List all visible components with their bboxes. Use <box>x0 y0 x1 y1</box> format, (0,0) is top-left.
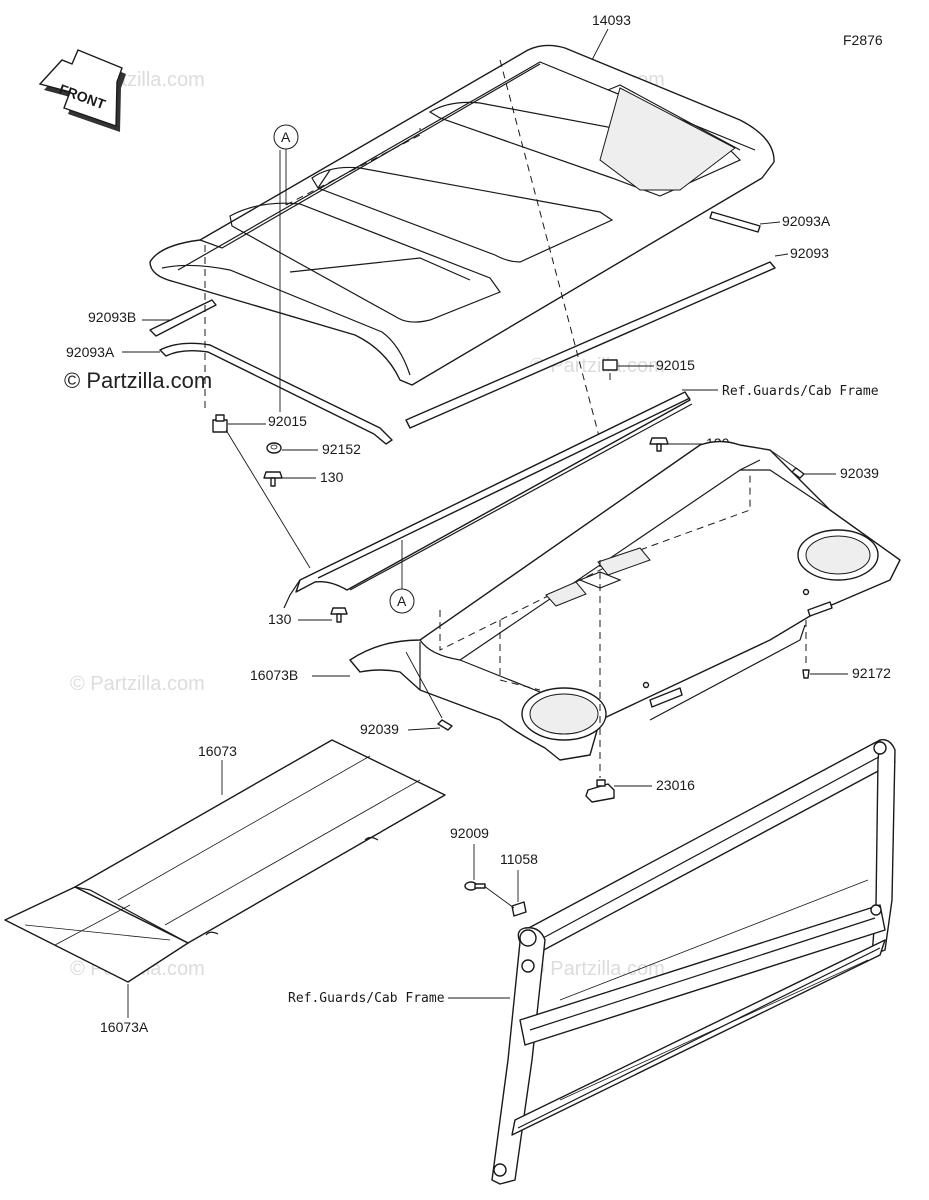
seal-92093a-left <box>159 342 393 445</box>
part-label-92009: 92009 <box>450 825 489 841</box>
dome-light-23016 <box>585 779 615 803</box>
part-label-130-left: 130 <box>320 469 344 485</box>
watermark-main: © Partzilla.com <box>64 368 212 393</box>
bolt-92009-icon <box>464 881 486 891</box>
rivet-92172-icon <box>802 669 810 679</box>
leader-line <box>591 28 609 61</box>
rivet-92039-lower-icon <box>437 719 453 731</box>
bolt-130-right-icon <box>649 437 669 452</box>
part-label-16073b: 16073B <box>250 667 298 683</box>
seal-92093a-right <box>709 211 761 233</box>
part-label-92172: 92172 <box>852 665 891 681</box>
front-header-panel <box>283 391 693 609</box>
headliner-tray-16073b <box>349 440 901 761</box>
headliner-16073a <box>4 886 189 983</box>
headliner-16073 <box>74 739 446 944</box>
roof-panel <box>149 44 775 386</box>
dashed-guide <box>499 59 601 441</box>
watermark: © Partzilla.com <box>530 958 665 980</box>
seal-92093b-left <box>149 299 217 337</box>
callout-a-label: A <box>281 129 291 145</box>
part-label-92039-right: 92039 <box>840 465 879 481</box>
watermark-layer: © Partzilla.com © Partzilla.com © Partzi… <box>64 69 665 980</box>
callout-a-top: A <box>273 124 299 205</box>
part-label-92093a-right: 92093A <box>782 213 831 229</box>
diagram-code: F2876 <box>843 32 883 48</box>
part-label-23016: 23016 <box>656 777 695 793</box>
part-label-130-lower: 130 <box>268 611 292 627</box>
bolt-130-left-icon <box>263 471 283 487</box>
clip-92015-right <box>602 359 618 371</box>
leader-line <box>225 429 311 569</box>
dashed-guide <box>285 128 421 206</box>
part-label-92015-left: 92015 <box>268 413 307 429</box>
part-label-14093: 14093 <box>592 12 631 28</box>
callout-a-label: A <box>397 593 407 609</box>
watermark: © Partzilla.com <box>70 673 205 695</box>
part-label-92093a-left: 92093A <box>66 344 115 360</box>
leader-line <box>769 449 797 469</box>
seal-92093-right <box>405 261 776 429</box>
rivet-92039-right-icon <box>791 467 805 479</box>
ref-guards-bottom: Ref.Guards/Cab Frame <box>288 991 445 1006</box>
part-label-92015-right: 92015 <box>656 357 695 373</box>
leader-line <box>759 221 781 225</box>
nut-92152-icon <box>266 442 282 454</box>
bracket-11058 <box>511 901 527 917</box>
clip-92015-left <box>212 414 228 433</box>
part-label-16073a: 16073A <box>100 1019 149 1035</box>
part-label-92093-right: 92093 <box>790 245 829 261</box>
part-label-92093b-left: 92093B <box>88 309 136 325</box>
part-label-92152: 92152 <box>322 441 361 457</box>
front-arrow-icon: FRONT <box>38 49 126 132</box>
cab-frame <box>491 739 896 1185</box>
callout-a-bottom: A <box>389 540 415 614</box>
part-label-16073: 16073 <box>198 743 237 759</box>
leader-line <box>405 651 443 719</box>
part-label-11058: 11058 <box>500 851 538 867</box>
leader-line <box>407 727 441 731</box>
leader-line <box>774 253 789 257</box>
ref-guards-top: Ref.Guards/Cab Frame <box>722 384 879 399</box>
leader-line <box>483 885 515 909</box>
bolt-130-lower-icon <box>330 607 348 623</box>
part-label-92039-lower: 92039 <box>360 721 399 737</box>
